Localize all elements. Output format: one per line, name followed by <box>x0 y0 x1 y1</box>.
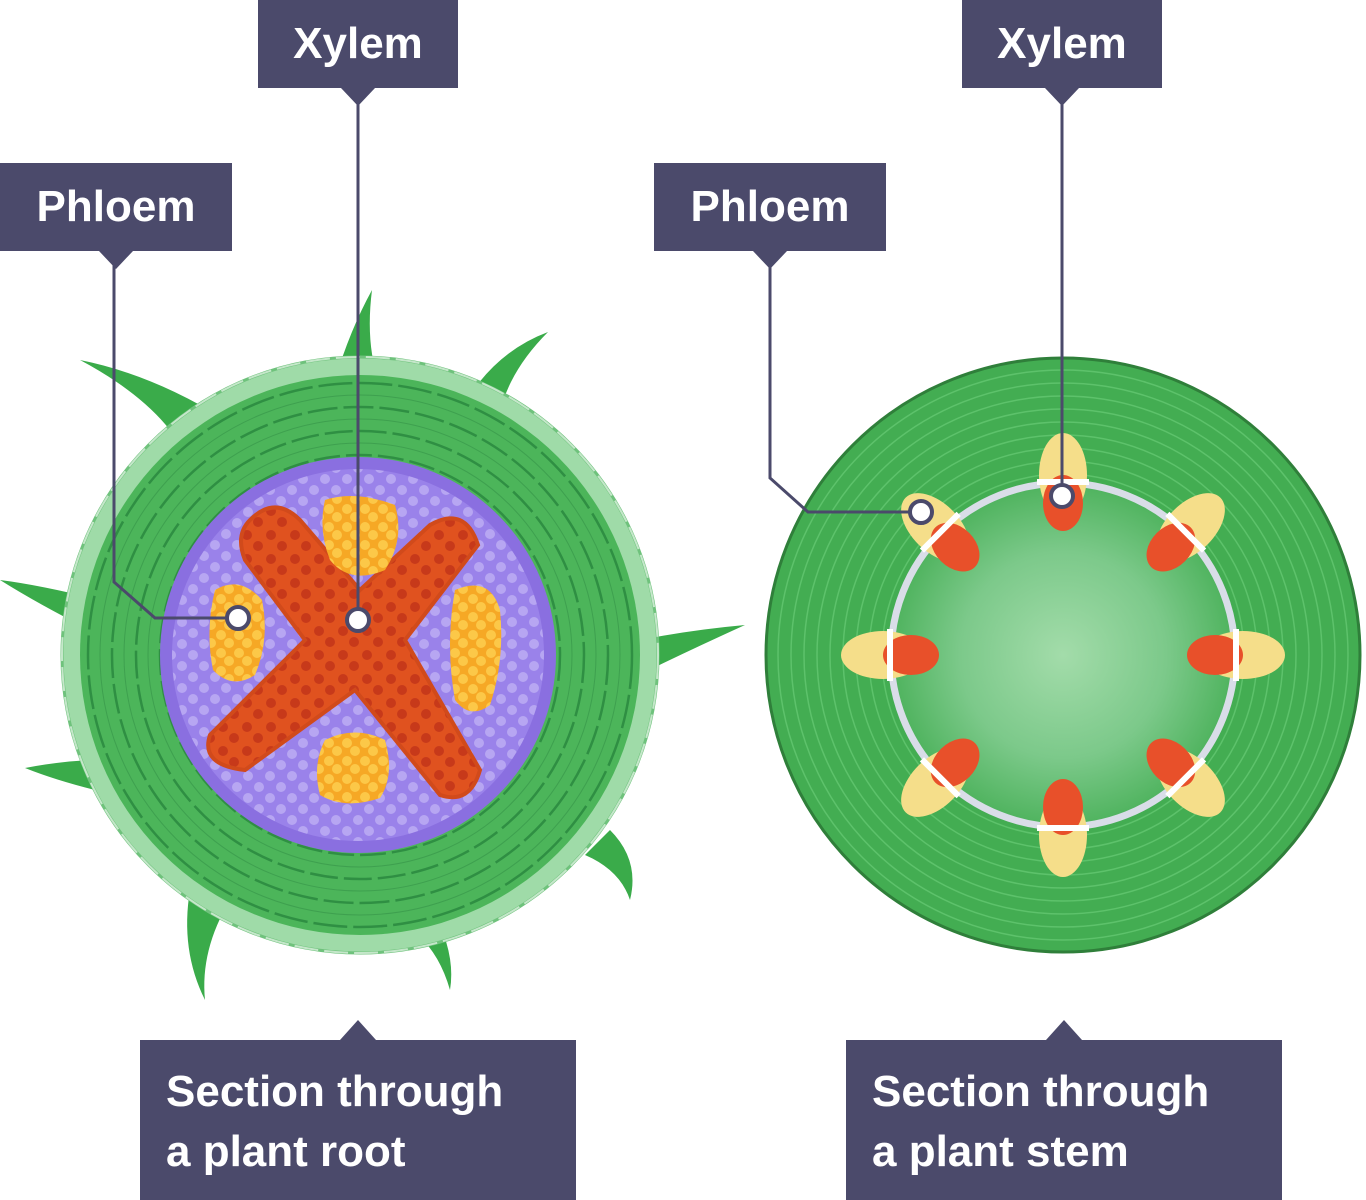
stem-phloem-marker <box>908 499 934 525</box>
root-xylem-marker <box>345 607 371 633</box>
stem-section <box>764 100 1362 954</box>
stem-xylem-label: Xylem <box>962 0 1162 106</box>
stem-xylem-marker <box>1049 483 1075 509</box>
root-phloem-label: Phloem <box>0 163 232 269</box>
stem-caption-line-1: Section through <box>872 1067 1210 1116</box>
stem-caption-line-2: a plant stem <box>872 1127 1129 1176</box>
stem-pith <box>891 483 1235 827</box>
root-caption-line-2: a plant root <box>166 1127 406 1176</box>
stem-caption: Section through a plant stem <box>846 1020 1282 1200</box>
stem-phloem-label: Phloem <box>654 163 886 269</box>
root-xylem <box>206 505 483 800</box>
root-phloem <box>209 496 502 804</box>
root-phloem-marker <box>225 605 251 631</box>
stem-leader-lines <box>768 100 1064 514</box>
root-section <box>0 100 745 1000</box>
root-caption-line-1: Section through <box>166 1067 504 1116</box>
root-leader-lines <box>112 100 360 620</box>
root-caption: Section through a plant root <box>140 1020 576 1200</box>
stem-vascular-bundles <box>841 433 1285 877</box>
root-xylem-label: Xylem <box>258 0 458 106</box>
